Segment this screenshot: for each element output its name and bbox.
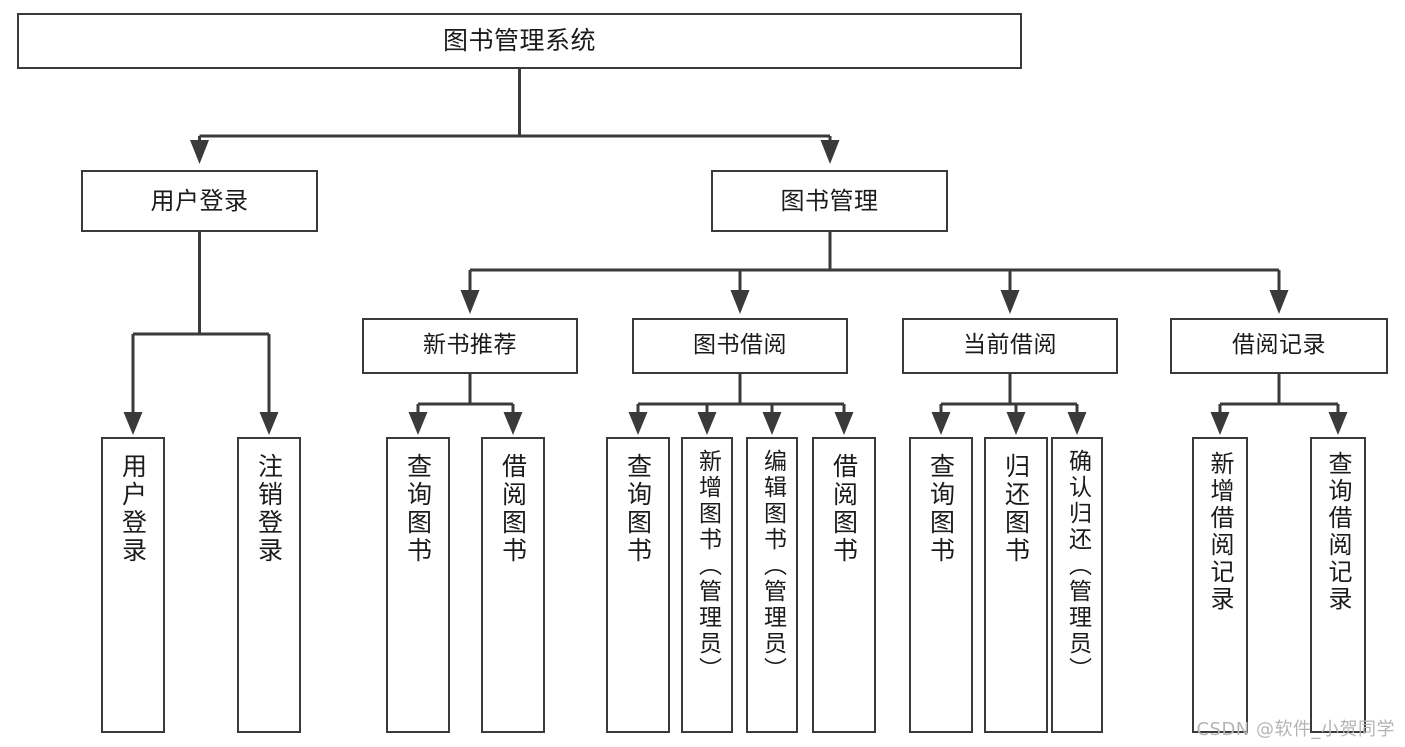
arrow-leaf-query-book-2	[628, 412, 648, 435]
node-leaf-edit-book-admin[interactable]: 编辑图书（管理员）	[746, 437, 798, 733]
node-leaf-query-borrow-record-label: 查询借阅记录	[1324, 451, 1352, 613]
node-leaf-query-book-2-label: 查询图书	[623, 453, 653, 565]
arrow-leaf-query-book-1	[408, 412, 428, 435]
node-book-manage-label: 图书管理	[780, 186, 879, 215]
arrow-book-borrow	[730, 290, 750, 314]
node-leaf-user-login-label: 用户登录	[118, 453, 148, 565]
arrow-leaf-add-borrow-record	[1210, 412, 1230, 435]
node-leaf-confirm-return-admin[interactable]: 确认归还（管理员）	[1051, 437, 1103, 733]
node-current-borrow-label: 当前借阅	[963, 332, 1057, 359]
arrow-leaf-confirm-return-admin	[1067, 412, 1087, 435]
arrow-leaf-user-login	[123, 412, 143, 435]
node-book-manage[interactable]: 图书管理	[711, 170, 948, 232]
node-leaf-edit-book-admin-label: 编辑图书（管理员）	[759, 449, 786, 683]
arrow-leaf-query-borrow-record	[1328, 412, 1348, 435]
arrow-new-book-rec	[460, 290, 480, 314]
node-book-borrow-label: 图书借阅	[693, 332, 787, 359]
node-leaf-query-book-2[interactable]: 查询图书	[606, 437, 670, 733]
node-leaf-return-book[interactable]: 归还图书	[984, 437, 1048, 733]
node-leaf-borrow-book-2-label: 借阅图书	[829, 453, 859, 565]
arrow-leaf-return-book	[1006, 412, 1026, 435]
arrow-leaf-add-book-admin	[697, 412, 717, 435]
node-leaf-logout-login[interactable]: 注销登录	[237, 437, 301, 733]
arrow-leaf-query-book-3	[931, 412, 951, 435]
node-book-borrow[interactable]: 图书借阅	[632, 318, 848, 374]
node-leaf-borrow-book-2[interactable]: 借阅图书	[812, 437, 876, 733]
arrow-user-login	[190, 140, 209, 164]
node-leaf-add-borrow-record-label: 新增借阅记录	[1206, 451, 1234, 613]
node-leaf-add-book-admin-label: 新增图书（管理员）	[694, 449, 721, 683]
node-leaf-add-book-admin[interactable]: 新增图书（管理员）	[681, 437, 733, 733]
arrow-leaf-logout-login	[259, 412, 279, 435]
node-leaf-user-login[interactable]: 用户登录	[101, 437, 165, 733]
node-leaf-borrow-book-1[interactable]: 借阅图书	[481, 437, 545, 733]
arrow-borrow-record	[1269, 290, 1289, 314]
arrow-leaf-borrow-book-2	[834, 412, 854, 435]
arrow-leaf-borrow-book-1	[503, 412, 523, 435]
node-leaf-query-book-1[interactable]: 查询图书	[386, 437, 450, 733]
node-borrow-record-label: 借阅记录	[1232, 332, 1326, 359]
arrow-current-borrow	[1000, 290, 1020, 314]
node-leaf-query-book-3[interactable]: 查询图书	[909, 437, 973, 733]
node-root-label: 图书管理系统	[442, 26, 596, 55]
node-leaf-borrow-book-1-label: 借阅图书	[498, 453, 528, 565]
node-user-login-label: 用户登录	[150, 186, 249, 215]
node-leaf-logout-login-label: 注销登录	[254, 453, 284, 565]
node-borrow-record[interactable]: 借阅记录	[1170, 318, 1388, 374]
node-current-borrow[interactable]: 当前借阅	[902, 318, 1118, 374]
node-new-book-rec[interactable]: 新书推荐	[362, 318, 578, 374]
arrow-book-manage	[820, 140, 840, 164]
node-user-login[interactable]: 用户登录	[81, 170, 318, 232]
node-new-book-rec-label: 新书推荐	[423, 332, 517, 359]
node-leaf-query-borrow-record[interactable]: 查询借阅记录	[1310, 437, 1366, 733]
arrow-leaf-edit-book-admin	[762, 412, 782, 435]
watermark-text: CSDN @软件_小贺同学	[1196, 719, 1395, 740]
node-leaf-return-book-label: 归还图书	[1001, 453, 1031, 565]
node-leaf-query-book-1-label: 查询图书	[403, 453, 433, 565]
node-leaf-confirm-return-admin-label: 确认归还（管理员）	[1064, 449, 1091, 683]
node-leaf-add-borrow-record[interactable]: 新增借阅记录	[1192, 437, 1248, 733]
node-leaf-query-book-3-label: 查询图书	[926, 453, 956, 565]
node-root[interactable]: 图书管理系统	[17, 13, 1022, 69]
